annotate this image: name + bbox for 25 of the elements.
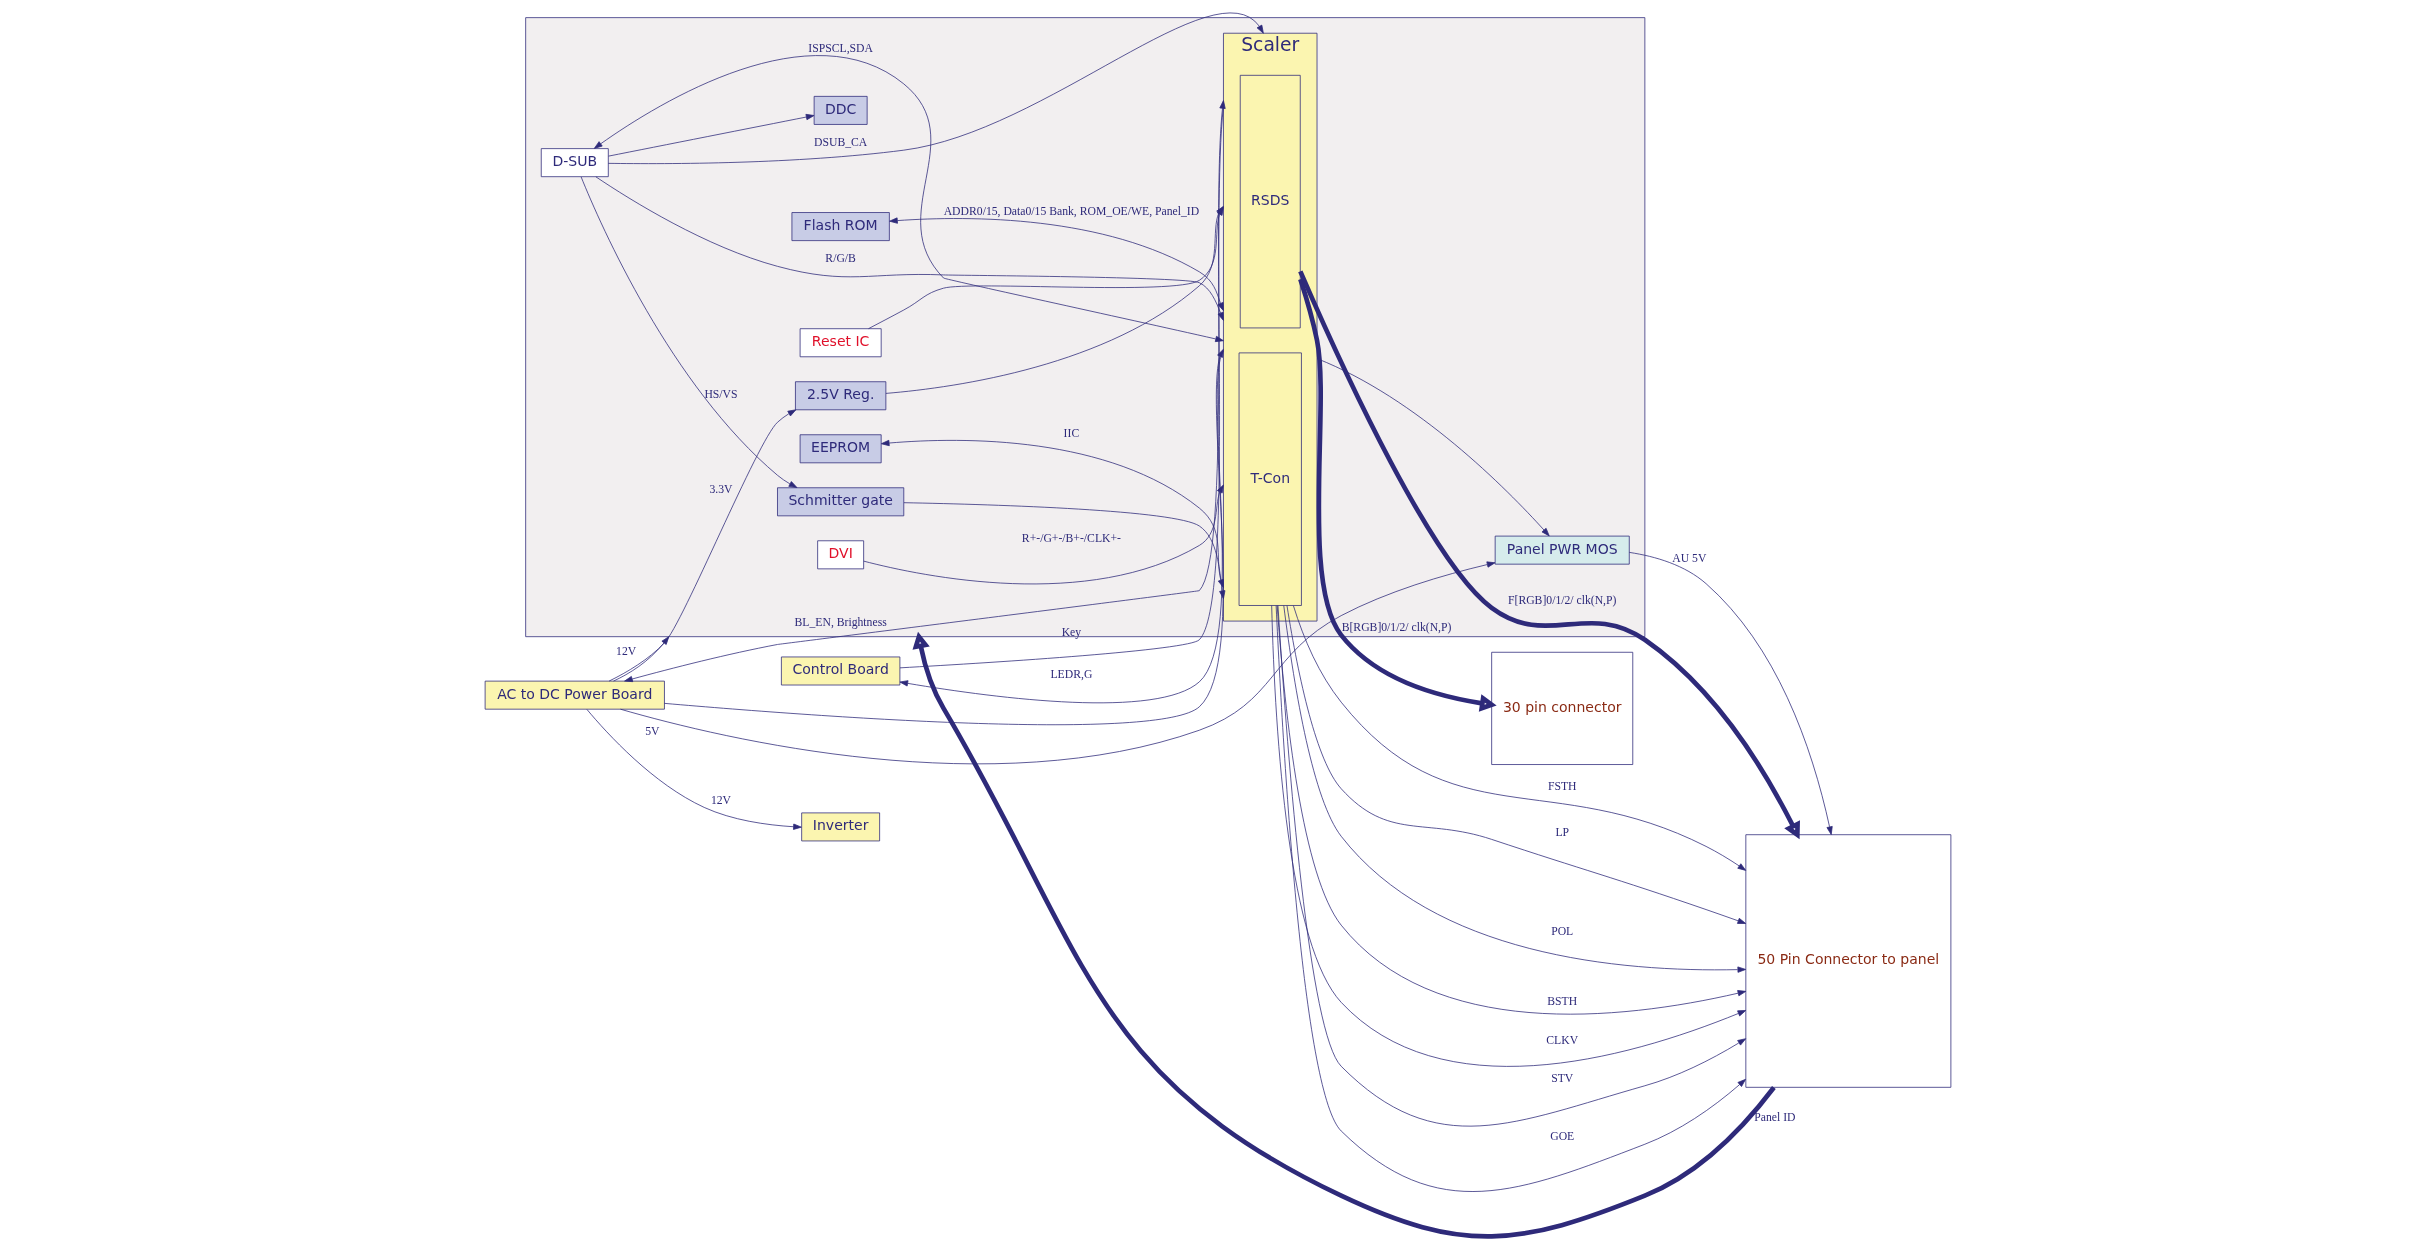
- edge-label: BSTH: [1547, 994, 1578, 1008]
- edge-label: DSUB_CA: [814, 136, 868, 150]
- edge-label: POL: [1551, 925, 1574, 939]
- edge-label: B[RGB]0/1/2/ clk(N,P): [1341, 621, 1452, 635]
- edge-label: IIC: [1063, 427, 1080, 441]
- edge-label: F[RGB]0/1/2/ clk(N,P): [1508, 593, 1617, 607]
- edge-label: 5V: [645, 724, 660, 738]
- edge-label: R/G/B: [825, 252, 856, 266]
- edge-label: LP: [1555, 825, 1570, 839]
- edge-label: FSTH: [1547, 779, 1577, 793]
- edge-label: LEDR,G: [1050, 668, 1093, 681]
- edge-label: 3.3V: [709, 483, 733, 497]
- edge-label: ISPSCL,SDA: [808, 41, 873, 55]
- edge-label: GOE: [1550, 1130, 1575, 1144]
- edge-label: Panel ID: [1754, 1111, 1796, 1125]
- edge-label: 12V: [710, 793, 732, 807]
- edge-label: BL_EN, Brightness: [794, 615, 887, 629]
- edge-label: STV: [1551, 1071, 1574, 1085]
- edge-label: R+-/G+-/B+-/CLK+-: [1021, 531, 1121, 545]
- edge-label: HS/VS: [704, 388, 738, 402]
- edge-label: ADDR0/15, Data0/15 Bank, ROM_OE/WE, Panel_ID: [943, 204, 1200, 218]
- edge-label: CLKV: [1546, 1033, 1579, 1047]
- edge-label: 12V: [616, 645, 637, 659]
- edge-label: Key: [1061, 625, 1082, 639]
- edge-label: AU 5V: [1672, 551, 1707, 565]
